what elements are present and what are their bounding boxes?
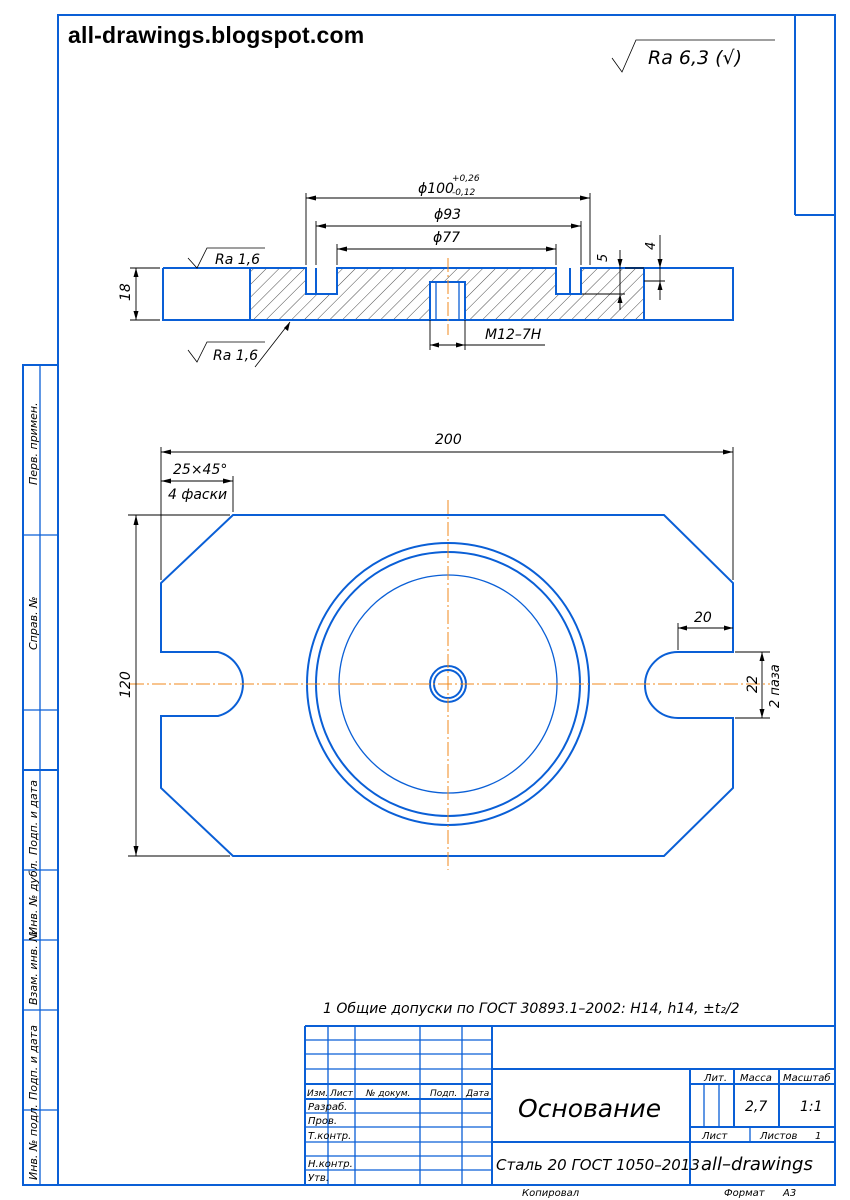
dim-height-18: 18 <box>118 283 134 301</box>
stamp-sprav: Справ. № <box>27 596 40 650</box>
sheet-frame <box>22 14 836 1186</box>
tb-col-podp: Подп. <box>430 1089 457 1099</box>
dim-slot-width-22: 22 <box>745 675 761 693</box>
tb-row-utv: Утв. <box>308 1173 329 1184</box>
tb-col-doc: № докум. <box>365 1089 410 1099</box>
title-block: Изм. Лист № докум. Подп. Дата Разраб. Пр… <box>304 1025 835 1185</box>
dim-dia-outer-tol-upper: +0,26 <box>452 174 480 184</box>
general-note: 1 Общие допуски по ГОСТ 30893.1–2002: H1… <box>323 1001 740 1017</box>
tb-company: all–drawings <box>701 1154 813 1175</box>
format-value: А3 <box>782 1188 796 1199</box>
dim-dia-outer-tol-lower: -0,12 <box>452 188 476 198</box>
tb-row-nkontr: Н.контр. <box>308 1159 353 1170</box>
stamp-inv-podl: Инв. № подл. <box>27 1104 40 1180</box>
stamp-perv-primen: Перв. примен. <box>27 402 40 485</box>
dim-depth-4: 4 <box>644 242 659 250</box>
tb-mass-label: Масса <box>740 1073 772 1084</box>
tb-scale-label: Масштаб <box>783 1072 831 1084</box>
general-roughness-text: Ra 6,3 (√) <box>648 47 742 69</box>
tb-mass-value: 2,7 <box>745 1099 767 1115</box>
tb-col-data: Дата <box>465 1089 489 1099</box>
stamp-podp-data-2: Подп. и дата <box>27 1025 40 1100</box>
tb-lit-label: Лит. <box>703 1073 727 1084</box>
dim-chamfer-count: 4 фаски <box>168 487 227 503</box>
roughness-bottom: Ra 1,6 <box>213 348 258 364</box>
plan-view: 200 25×45° 4 фаски 120 20 22 2 паза <box>118 432 783 870</box>
dim-dia-mid: ϕ93 <box>434 207 461 223</box>
roughness-top: Ra 1,6 <box>215 252 260 268</box>
dim-width-200: 200 <box>435 432 462 448</box>
dim-dia-outer: ϕ100 <box>418 181 454 197</box>
tb-row-razrab: Разраб. <box>308 1101 347 1113</box>
tb-row-prov: Пров. <box>308 1116 337 1127</box>
tb-col-list: Лист <box>329 1089 354 1099</box>
stamp-podp-data-1: Подп. и дата <box>27 780 40 855</box>
dim-slot-depth-20: 20 <box>694 610 712 626</box>
stamp-vzam-inv: Взам. инв. № <box>27 930 40 1005</box>
dim-height-120: 120 <box>118 671 134 698</box>
dim-chamfer: 25×45° <box>173 462 227 478</box>
thread-label: M12–7H <box>485 327 542 343</box>
tb-material: Сталь 20 ГОСТ 1050–2013 <box>496 1156 700 1174</box>
tb-sheet-label: Лист <box>701 1131 729 1142</box>
tb-sheets-value: 1 <box>815 1131 821 1142</box>
general-roughness-symbol: Ra 6,3 (√) <box>611 39 775 73</box>
tb-scale-value: 1:1 <box>800 1099 823 1115</box>
site-watermark: all-drawings.blogspot.com <box>68 22 365 48</box>
tb-title: Основание <box>518 1094 661 1123</box>
dim-slot-count: 2 паза <box>768 664 783 708</box>
tb-col-izm: Изм. <box>307 1089 328 1099</box>
tb-sheets-label: Листов <box>759 1131 797 1142</box>
format-label: Формат <box>724 1188 766 1199</box>
tb-row-tkontr: Т.контр. <box>308 1131 351 1142</box>
stamp-inv-dubl: Инв. № дубл. <box>27 860 40 935</box>
dim-dia-inner: ϕ77 <box>433 230 460 246</box>
dim-depth-5: 5 <box>596 254 611 262</box>
section-view: ϕ100 +0,26 -0,12 ϕ93 ϕ77 5 4 <box>118 174 734 368</box>
copied-label: Копировал <box>522 1188 580 1199</box>
